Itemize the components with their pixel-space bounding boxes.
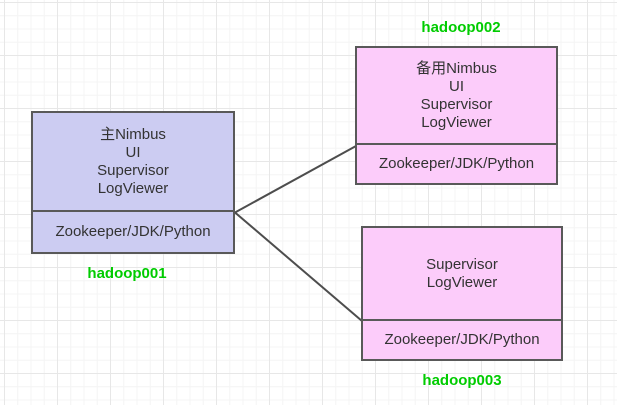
node-hadoop003-platform: Zookeeper/JDK/Python: [363, 319, 561, 359]
service-line: UI: [125, 143, 141, 161]
host-label-hadoop001: hadoop001: [87, 265, 167, 282]
node-hadoop001[interactable]: 主Nimbus UI Supervisor LogViewer Zookeepe…: [31, 111, 235, 254]
node-hadoop001-platform: Zookeeper/JDK/Python: [33, 210, 233, 252]
host-label-hadoop002: hadoop002: [421, 19, 501, 36]
node-hadoop002-platform: Zookeeper/JDK/Python: [357, 143, 556, 183]
service-line: LogViewer: [426, 273, 498, 291]
node-hadoop003-services: Supervisor LogViewer: [363, 228, 561, 319]
service-line: Supervisor: [426, 255, 498, 273]
connector-hadoop001-hadoop003[interactable]: [234, 211, 363, 322]
service-line: 主Nimbus: [100, 125, 166, 143]
host-label-hadoop003: hadoop003: [422, 372, 502, 389]
node-hadoop002-services: 备用Nimbus UI Supervisor LogViewer: [357, 48, 556, 143]
node-hadoop003[interactable]: Supervisor LogViewer Zookeeper/JDK/Pytho…: [361, 226, 563, 361]
node-hadoop001-services: 主Nimbus UI Supervisor LogViewer: [33, 113, 233, 210]
service-line: UI: [449, 77, 464, 95]
connector-hadoop001-hadoop002[interactable]: [234, 145, 357, 214]
service-line: LogViewer: [97, 179, 169, 197]
node-hadoop002[interactable]: 备用Nimbus UI Supervisor LogViewer Zookeep…: [355, 46, 558, 185]
service-line: 备用Nimbus: [416, 59, 497, 77]
service-line: LogViewer: [421, 113, 492, 131]
service-line: Supervisor: [420, 95, 493, 113]
service-line: Supervisor: [97, 161, 169, 179]
